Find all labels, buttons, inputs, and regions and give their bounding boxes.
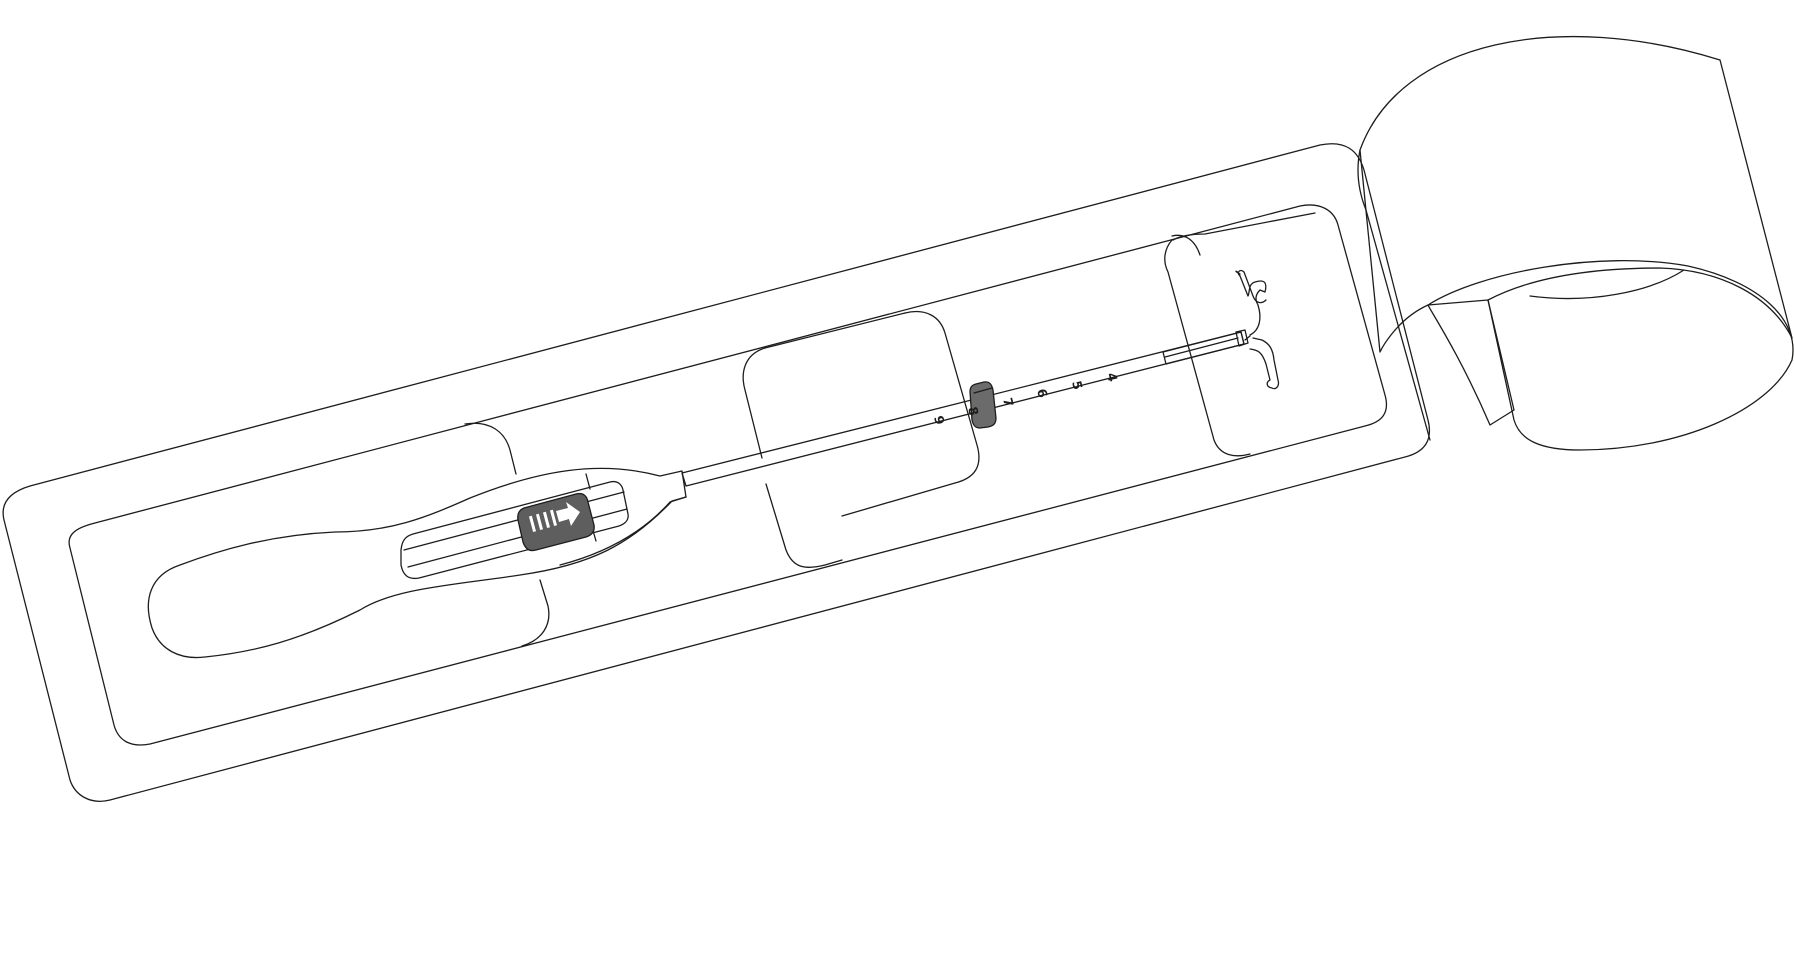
iud-icon bbox=[1235, 269, 1280, 390]
scale-number: 9 bbox=[931, 414, 948, 426]
scale-number: 5 bbox=[1069, 379, 1086, 391]
flange bbox=[969, 381, 997, 429]
tray-cavity bbox=[68, 204, 1388, 746]
scale-number: 7 bbox=[1000, 396, 1017, 408]
scale-number: 6 bbox=[1034, 387, 1051, 399]
inserter-handle bbox=[147, 467, 687, 659]
scale-number: 4 bbox=[1104, 371, 1121, 383]
insertion-tube bbox=[681, 329, 1249, 487]
slider-arrow-icon bbox=[528, 502, 580, 532]
peeled-lid-icon bbox=[1357, 35, 1794, 451]
slider-button[interactable] bbox=[517, 492, 595, 552]
tube-scale: 4 5 6 7 8 9 bbox=[931, 371, 1121, 426]
tray-pads bbox=[464, 212, 1316, 647]
scale-number: 8 bbox=[965, 405, 982, 417]
outer-package bbox=[2, 143, 1430, 802]
